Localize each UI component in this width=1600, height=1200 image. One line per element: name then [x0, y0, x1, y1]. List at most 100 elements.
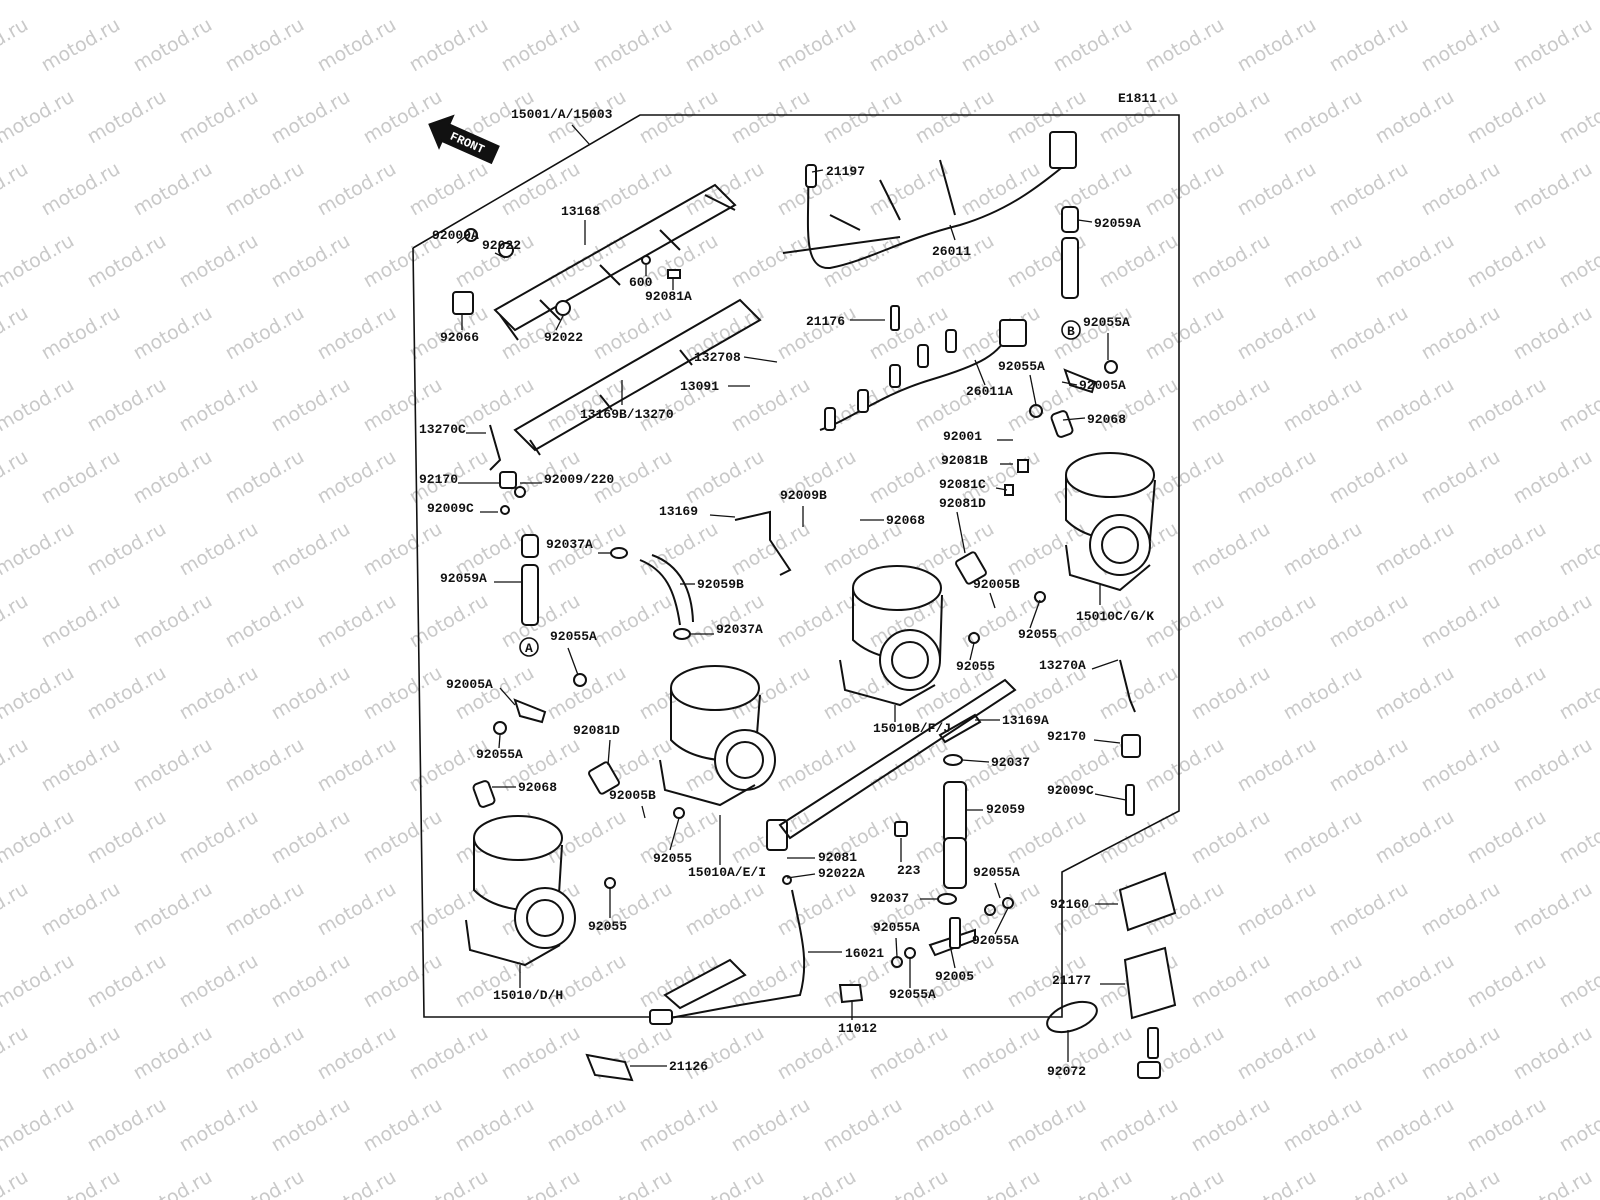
watermark-text: motod.ru — [682, 590, 768, 653]
leader-line-p92055A_l2 — [498, 734, 501, 749]
parts-layer — [452, 131, 1177, 1082]
watermark-text: motod.ru — [1280, 806, 1366, 869]
watermark-text: motod.ru — [912, 1094, 998, 1157]
part-label-p92170_r: 92170 — [1047, 729, 1086, 744]
part-label-p223: 223 — [897, 863, 921, 878]
part-label-p21176: 21176 — [806, 314, 845, 329]
watermark-text: motod.ru — [452, 1094, 538, 1157]
part-label-p26011: 26011 — [932, 244, 971, 259]
watermark-text: motod.ru — [774, 1166, 860, 1200]
watermark-text: motod.ru — [590, 158, 676, 221]
watermark-text: motod.ru — [222, 302, 308, 365]
watermark-text: motod.ru — [314, 590, 400, 653]
watermark-text: motod.ru — [130, 446, 216, 509]
watermark-text: motod.ru — [1372, 374, 1458, 437]
watermark-text: motod.ru — [1188, 806, 1274, 869]
leader-line-p92170_r — [1093, 739, 1121, 744]
watermark-text: motod.ru — [1556, 806, 1600, 869]
watermark-text: motod.ru — [0, 1094, 78, 1157]
part-label-p16021: 16021 — [845, 946, 884, 961]
watermark-text: motod.ru — [84, 1094, 170, 1157]
watermark-text: motod.ru — [0, 806, 78, 869]
watermark-text: motod.ru — [1188, 950, 1274, 1013]
part-label-p92055A_b2: 92055A — [972, 933, 1019, 948]
part-label-p92009A: 92009A — [432, 228, 479, 243]
watermark-text: motod.ru — [222, 1022, 308, 1085]
watermark-text: motod.ru — [1510, 590, 1596, 653]
watermark-text: motod.ru — [1142, 158, 1228, 221]
watermark-text: motod.ru — [1464, 86, 1550, 149]
part-label-p92037: 92037 — [991, 755, 1030, 770]
watermark-text: motod.ru — [38, 158, 124, 221]
watermark-text: motod.ru — [636, 0, 722, 4]
watermark-text: motod.ru — [268, 374, 354, 437]
part-label-p15010DH: 15010/D/H — [493, 988, 563, 1003]
part-label-p92068_r: 92068 — [1087, 412, 1126, 427]
part-label-p92055A_l2: 92055A — [476, 747, 523, 762]
watermark-text: motod.ru — [1142, 590, 1228, 653]
watermark-text: motod.ru — [866, 302, 952, 365]
watermark-text: motod.ru — [1372, 1094, 1458, 1157]
watermark-text: motod.ru — [1280, 374, 1366, 437]
watermark-text: motod.ru — [1510, 302, 1596, 365]
watermark-text: motod.ru — [774, 734, 860, 797]
leader-line-p92055A_b3 — [895, 937, 898, 958]
watermark-text: motod.ru — [176, 230, 262, 293]
part-label-assembly: 15001/A/15003 — [511, 107, 613, 122]
watermark-text: motod.ru — [222, 158, 308, 221]
watermark-text: motod.ru — [38, 446, 124, 509]
watermark-text: motod.ru — [1096, 230, 1182, 293]
watermark-text: motod.ru — [222, 446, 308, 509]
watermark-text: motod.ru — [1280, 518, 1366, 581]
leader-line-p92022_b — [555, 315, 564, 331]
part-label-p92037_b: 92037 — [870, 891, 909, 906]
watermark-text: motod.ru — [636, 518, 722, 581]
watermark-text: motod.ru — [268, 230, 354, 293]
watermark-text: motod.ru — [728, 1094, 814, 1157]
watermark-text: motod.ru — [636, 86, 722, 149]
watermark-text: motod.ru — [268, 950, 354, 1013]
watermark-text: motod.ru — [1234, 302, 1320, 365]
leader-lines — [456, 124, 1127, 1067]
part-label-p92055A_b4: 92055A — [889, 987, 936, 1002]
part-label-p92055A_b3: 92055A — [873, 920, 920, 935]
watermark-text: motod.ru — [1096, 806, 1182, 869]
watermark-text: motod.ru — [1280, 0, 1366, 4]
watermark-text: motod.ru — [1096, 1094, 1182, 1157]
part-label-p13270A: 13270A — [1039, 658, 1086, 673]
part-label-p92022_a: 92022 — [482, 238, 521, 253]
watermark-text: motod.ru — [1418, 878, 1504, 941]
watermark-text: motod.ru — [268, 86, 354, 149]
watermark-text: motod.ru — [0, 1022, 32, 1085]
watermark-text: motod.ru — [682, 878, 768, 941]
watermark-text: motod.ru — [1326, 158, 1412, 221]
watermark-text: motod.ru — [498, 14, 584, 77]
watermark-text: motod.ru — [1464, 0, 1550, 4]
watermark-text: motod.ru — [1326, 446, 1412, 509]
watermark-text: motod.ru — [38, 1022, 124, 1085]
watermark-text: motod.ru — [1280, 662, 1366, 725]
part-label-p92005B_l: 92005B — [609, 788, 656, 803]
part-label-p92059A_r: 92059A — [1094, 216, 1141, 231]
part-label-p13169A: 13169A — [1002, 713, 1049, 728]
part-label-p92081D_l: 92081D — [573, 723, 620, 738]
leader-line-p92081D_r — [956, 511, 966, 554]
watermark-text: motod.ru — [498, 1166, 584, 1200]
watermark-text: motod.ru — [1234, 158, 1320, 221]
watermark-text: motod.ru — [222, 590, 308, 653]
watermark-text: motod.ru — [1510, 446, 1596, 509]
watermark-text: motod.ru — [1372, 950, 1458, 1013]
watermark-text: motod.ru — [130, 158, 216, 221]
watermark-text: motod.ru — [866, 1022, 952, 1085]
part-label-p92055_m: 92055 — [956, 659, 995, 674]
watermark-text: motod.ru — [0, 374, 78, 437]
part-label-p92009C_l: 92009C — [427, 501, 474, 516]
marker-circle-a — [519, 637, 539, 657]
leader-line-p92005B_r — [989, 592, 996, 609]
watermark-text: motod.ru — [84, 662, 170, 725]
leader-line-p92055A_b1 — [994, 882, 1001, 899]
watermark-text: motod.ru — [1418, 302, 1504, 365]
leader-line-p92022_a — [494, 252, 506, 259]
watermark-text: motod.ru — [130, 590, 216, 653]
